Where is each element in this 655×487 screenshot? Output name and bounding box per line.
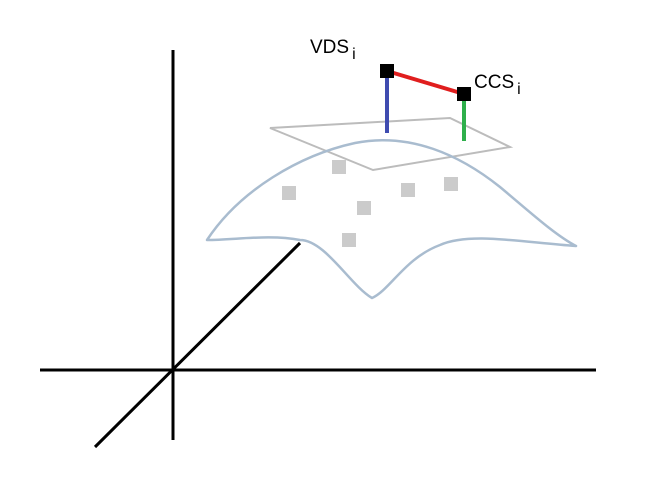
ccs-label-main: CCS [474, 72, 514, 93]
vds-ccs-connector [386, 69, 465, 96]
sample-point [342, 233, 356, 247]
sample-points [282, 160, 458, 247]
vds-label-main: VDS [310, 37, 349, 58]
coordinate-axes [40, 50, 596, 449]
ccs-label-subscript: i [517, 81, 521, 98]
curved-surface [205, 138, 578, 300]
ccs-marker [457, 87, 471, 101]
vds-marker [380, 64, 394, 78]
sample-point [282, 186, 296, 200]
depth-axis [93, 241, 302, 449]
sample-point [332, 160, 346, 174]
sample-point [444, 177, 458, 191]
sample-point [357, 201, 371, 215]
vds-label-subscript: i [352, 46, 356, 63]
reference-plane [269, 116, 514, 172]
sample-point [401, 183, 415, 197]
